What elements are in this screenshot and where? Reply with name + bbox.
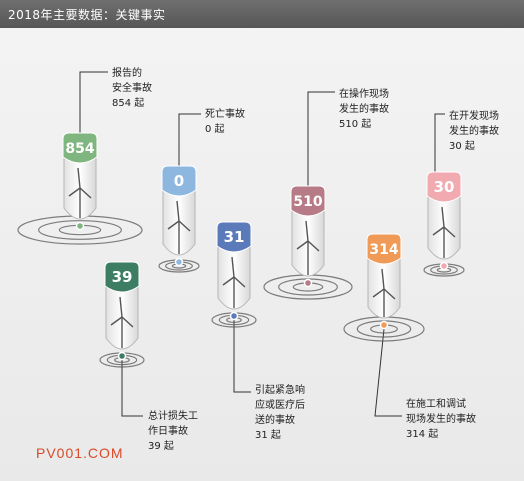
metric-group: 0 <box>158 113 201 273</box>
value-badge <box>366 233 402 265</box>
wind-turbine-icon <box>167 200 191 254</box>
value-badge <box>161 165 197 197</box>
value-text: 0 <box>174 172 184 190</box>
leader-line <box>178 113 201 166</box>
label-operation-site: 在操作现场 发生的事故 510 起 <box>339 89 389 130</box>
wind-turbine-icon <box>68 167 92 218</box>
value-badge <box>62 132 98 164</box>
value-text: 854 <box>65 141 94 157</box>
value-text: 39 <box>112 268 133 286</box>
leader-line <box>121 360 143 417</box>
wind-turbine-icon <box>372 268 396 317</box>
ripple-ring <box>38 220 122 240</box>
base-dot <box>303 278 313 288</box>
leader-line <box>434 113 445 174</box>
base-dot <box>117 351 127 361</box>
watermark-text: PV001.COM <box>36 445 124 461</box>
label-lost-workday: 总计损失工 作日事故 39 起 <box>148 411 198 452</box>
value-badge <box>104 261 140 293</box>
metric-group: 314 <box>343 233 425 417</box>
base-dot <box>439 261 449 271</box>
metric-group: 31 <box>211 221 257 393</box>
label-development-site: 在开发现场 发生的事故 30 起 <box>449 111 499 152</box>
wind-turbine-icon <box>110 296 134 348</box>
label-emergency-medical: 引起紧急响 应或医疗后 送的事故 31 起 <box>255 385 305 441</box>
value-badge <box>216 221 252 253</box>
value-badge <box>426 171 462 203</box>
base-dot <box>174 257 184 267</box>
base-dot <box>379 320 389 330</box>
metric-group: 510 <box>263 91 353 300</box>
leader-line <box>307 91 335 186</box>
wind-turbine-icon <box>296 220 320 275</box>
value-text: 31 <box>224 228 245 246</box>
label-construction-site: 在施工和调试 现场发生的事故 314 起 <box>406 399 476 440</box>
leader-line <box>233 320 251 393</box>
leader-line <box>374 328 402 417</box>
value-badge <box>290 185 326 217</box>
base-dot <box>75 221 85 231</box>
wind-turbine-icon <box>222 256 246 308</box>
leader-line <box>79 71 108 133</box>
metric-group: 30 <box>423 113 465 277</box>
header-bar: 2018年主要数据：关键事实 <box>0 0 524 28</box>
value-text: 510 <box>293 194 322 210</box>
label-safety-incidents: 报告的 安全事故 854 起 <box>112 68 152 109</box>
label-fatalities: 死亡事故 0 起 <box>205 109 245 135</box>
metric-group: 39 <box>99 261 145 417</box>
value-text: 314 <box>369 242 398 258</box>
page-title: 2018年主要数据：关键事实 <box>8 8 166 22</box>
value-text: 30 <box>434 178 455 196</box>
base-dot <box>229 311 239 321</box>
metric-group: 854 <box>17 71 143 245</box>
wind-turbine-icon <box>432 206 456 258</box>
